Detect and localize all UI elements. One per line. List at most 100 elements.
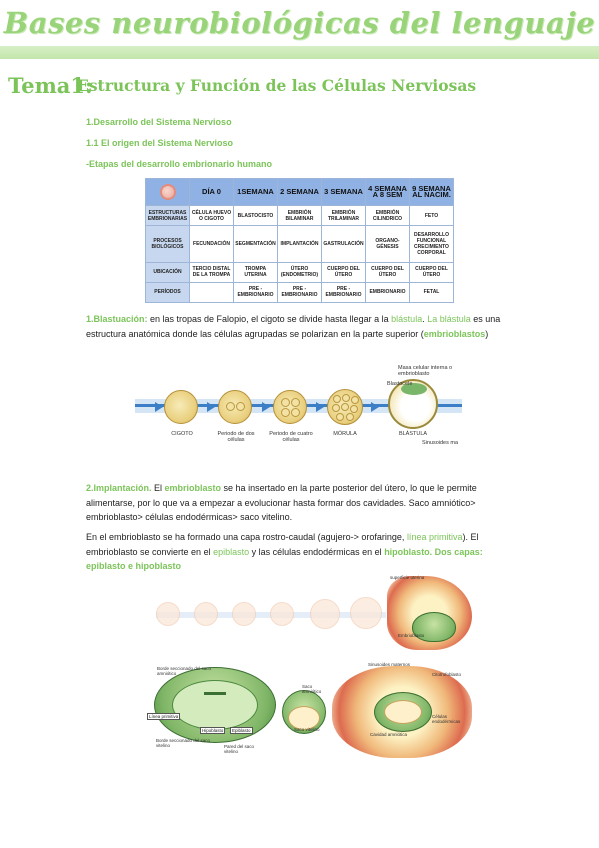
paragraph-epiblasto: En el embrioblasto se ha formado una cap…	[86, 530, 496, 574]
blastomere	[333, 395, 341, 403]
text-span: en las tropas de Falopio, el cigoto se d…	[147, 314, 392, 324]
keyword-linea-primitiva: línea primitiva	[406, 532, 463, 542]
table-header-cell: DÍA 0	[189, 178, 234, 206]
inner-cell-mass	[401, 383, 427, 395]
text-span: En el embrioblasto se ha formado una cap…	[86, 532, 407, 542]
text-span: El	[151, 483, 165, 493]
table-header-cell: 3 SEMANA	[321, 178, 366, 206]
table-cell: EMBRIÓN CILINDRICO	[365, 204, 410, 227]
table-cell: PRE - EMBRIONARIO	[233, 281, 278, 304]
table-cell: TERCIO DISTAL DE LA TROMPA	[189, 261, 234, 283]
table-cell	[189, 281, 234, 304]
saco-vitelino-label: Saco vitelino	[294, 727, 320, 732]
text-span: es una estructura anatómica donde las cé…	[86, 314, 501, 339]
table-cell: PRE - EMBRIONARIO	[321, 281, 366, 304]
table-cell: ORGANO-GÉNESIS	[365, 225, 410, 263]
table-cell: CUERPO DEL ÚTERO	[409, 261, 454, 283]
table-row: ESTRUCTURAS EMBRIONARIAS CÉLULA HUEVO O …	[145, 204, 454, 227]
borde-vitelino-label: Borde seccionado del saco vitelino	[156, 738, 211, 748]
table-row-header: ESTRUCTURAS EMBRIONARIAS	[145, 204, 190, 227]
faded-cell	[350, 597, 382, 629]
term-implantacion: 2.Implantación.	[86, 483, 152, 493]
blastomere	[281, 398, 290, 407]
table-cell: BLASTOCISTO	[233, 204, 278, 227]
paragraph-implantacion: 2.Implantación. El embrioblasto se ha in…	[86, 481, 506, 525]
hipoblasto-label: Hipoblasto	[200, 727, 226, 734]
label-cuatro-celulas: Periodo de cuatro células	[269, 431, 313, 443]
saco-amniotico-label: Saco amniótico	[302, 684, 322, 694]
primitive-streak-line	[204, 692, 226, 695]
table-cell: CUERPO DEL ÚTERO	[365, 261, 410, 283]
arrow-right-icon	[262, 402, 270, 412]
implantation-diagram: superficie uterina Embrioblasto Sinusoid…	[142, 572, 472, 760]
table-row-header: PROCESOS BIOLÓGICOS	[145, 225, 190, 263]
faded-cell	[270, 602, 294, 626]
table-cell: EMBRIÓN TRILAMINAR	[321, 204, 366, 227]
table-cell: EMBRIÓN BILAMINAR	[277, 204, 322, 227]
blastomere	[281, 408, 290, 417]
blastomere	[341, 403, 349, 411]
table-header-cell: 4 SEMANA A 8 SEM	[365, 178, 410, 206]
blastomere	[346, 413, 354, 421]
arrow-right-icon	[155, 402, 163, 412]
arrow-right-icon	[207, 402, 215, 412]
table-row: PROCESOS BIOLÓGICOS FECUNDACIÓN SEGMENTA…	[145, 225, 454, 263]
faded-cell	[194, 602, 218, 626]
embryo-stage-table: DÍA 0 1SEMANA 2 SEMANA 3 SEMANA 4 SEMANA…	[145, 178, 454, 304]
four-cell-stage	[273, 390, 307, 424]
blastomere	[291, 408, 300, 417]
section-heading-1-1: 1.1 El origen del Sistema Nervioso	[86, 138, 234, 148]
blastomere	[236, 402, 245, 411]
faded-cell	[156, 602, 180, 626]
text-span: ). El embrioblasto se convierte en el	[86, 532, 479, 557]
cavidad-label: Cavidad amniótica	[370, 732, 408, 737]
section-heading-etapas: -Etapas del desarrollo embrionario human…	[86, 159, 273, 169]
keyword-la-blastula: La blástula	[427, 314, 471, 324]
table-header-cell: 9 SEMANA AL NACIM.	[409, 178, 454, 206]
blastomere	[332, 404, 340, 412]
faded-cell	[310, 599, 340, 629]
table-cell: ÚTERO (ENDOMETRIO)	[277, 261, 322, 283]
table-cell: SEGMENTACIÓN	[233, 225, 278, 263]
zygote-cell	[164, 390, 198, 424]
table-cell: TROMPA UTERINA	[233, 261, 278, 283]
table-row-header: UBICACIÓN	[145, 261, 190, 283]
document-title: Bases neurobiológicas del lenguaje	[3, 6, 596, 40]
faded-cell	[232, 602, 256, 626]
table-cell: FECUNDACIÓN	[189, 225, 234, 263]
embryo-logo-icon	[159, 184, 176, 200]
table-header-cell: 1SEMANA	[233, 178, 278, 206]
keyword-embrioblasto: embrioblasto	[164, 483, 222, 493]
table-cell: DESARROLLO FUNCIONAL CRECIMIENTO CORPORA…	[409, 225, 454, 263]
superficie-label: superficie uterina	[390, 575, 425, 580]
label-dos-celulas: Periodo de dos células	[217, 431, 255, 443]
arrow-right-icon	[316, 402, 324, 412]
text-span: )	[485, 328, 489, 339]
label-morula: MÓRULA	[333, 431, 357, 437]
cleavage-diagram: Blastocele Masa celular interna o embrio…	[135, 359, 462, 447]
embrioblasto-label: Embrioblasto	[398, 633, 425, 638]
two-cell-stage	[218, 390, 252, 424]
epiblasto-label: Epiblasto	[230, 727, 253, 734]
table-header-cell: 2 SEMANA	[277, 178, 322, 206]
table-row-header: PERÍODOS	[145, 281, 190, 304]
keyword-embrioblastos: embrioblastos	[423, 328, 486, 339]
table-row: PERÍODOS PRE - EMBRIONARIO PRE - EMBRION…	[145, 281, 454, 304]
blastomere	[336, 413, 344, 421]
yolk-sac	[288, 706, 320, 730]
keyword-blastula: blástula	[391, 314, 423, 324]
text-span: se ha insertado en la parte posterior de…	[86, 483, 477, 522]
keyword-hipoblasto: hipoblasto. Dos capas: epiblasto e hipob…	[86, 546, 483, 572]
label-cigoto: CIGOTO	[171, 431, 193, 437]
borde-amniotico-label: Borde seccionado del saco amniótico	[157, 666, 212, 676]
pared-label: Pared del saco vitelino	[224, 744, 255, 754]
blastomere	[351, 396, 359, 404]
amniotic-cavity	[384, 700, 422, 724]
table-cell: PRE - EMBRIONARIO	[277, 281, 322, 304]
citotro-label: Citotrofoblasto	[432, 672, 462, 677]
blastomere	[342, 394, 350, 402]
keyword-epiblasto: epiblasto	[213, 546, 250, 557]
blastomere	[350, 405, 358, 413]
blastocele-label: Blastocele	[387, 381, 413, 387]
label-sinusoides: Sinusoides ma	[421, 440, 459, 446]
